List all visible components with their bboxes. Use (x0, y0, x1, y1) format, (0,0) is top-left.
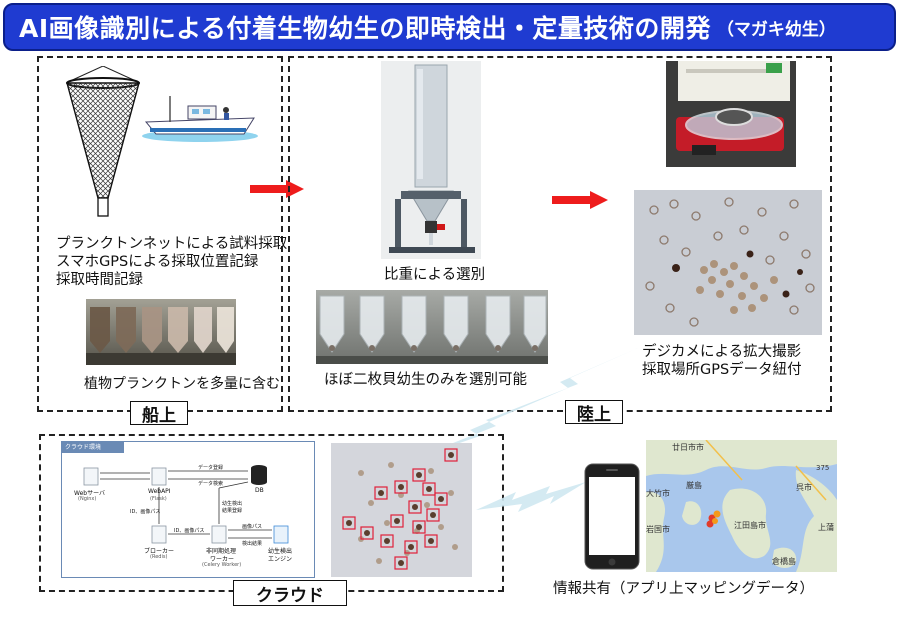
map-label-iwakuni: 岩国市 (646, 525, 670, 534)
ship-caption-line-3: 採取時間記録 (56, 272, 143, 288)
ship-photo-caption: 植物プランクトンを多量に含む (84, 376, 280, 392)
page-title: AI画像識別による付着生物幼生の即時検出・定量技術の開発 (19, 14, 711, 43)
worker-sub: (Celery Worker) (202, 562, 242, 568)
web-api-label: WebAPI (148, 488, 171, 495)
cloud-section-label: クラウド (233, 580, 347, 606)
ai-detection-result-photo (331, 443, 472, 577)
camera-petri-dish-photo (666, 61, 796, 167)
ship-caption-line-2: スマホGPSによる採取位置記録 (56, 254, 259, 270)
data-register-label: データ登録 (198, 465, 224, 471)
ship-section-label: 船上 (130, 401, 188, 426)
tubes-caption: ほぼ二枚貝幼生のみを選別可能 (324, 372, 527, 388)
camera-caption: デジカメによる拡大撮影 採取場所GPSデータ紐付 (642, 343, 802, 379)
id-image-path-2: ID、画像パス (174, 528, 205, 534)
gravity-separator-photo (381, 61, 481, 259)
detect-result-label: 検出結果 (242, 541, 263, 547)
image-path-label: 画像パス (242, 524, 263, 530)
map-label-kurahashi: 倉橋島 (772, 557, 796, 566)
result-register-label-2: 結果登録 (222, 508, 243, 514)
architecture-frame-title: クラウド環境 (62, 442, 124, 453)
ship-caption-line-1: プランクトンネットによる試料採取 (56, 236, 288, 252)
map-label-kamiura: 上蒲 (818, 523, 834, 532)
plankton-net-illustration (58, 66, 148, 224)
db-label: DB (255, 487, 264, 494)
web-server-sub: (Nginx) (78, 496, 97, 502)
smartphone-illustration (584, 463, 640, 570)
worker-label-1: 非同期処理 (206, 548, 237, 555)
web-server-label: Webサーバ (74, 490, 106, 497)
worker-label-2: ワーカー (210, 556, 235, 563)
flow-arrow-ship-to-land (250, 180, 304, 198)
ship-caption: プランクトンネットによる試料採取 スマホGPSによる採取位置記録 採取時間記録 (56, 235, 287, 289)
camera-caption-line-2: 採取場所GPSデータ紐付 (642, 362, 802, 378)
page-subtitle: （マガキ幼生） (716, 19, 836, 40)
web-api-sub: (Flask) (150, 496, 167, 502)
map-label-otake: 大竹市 (646, 489, 670, 498)
id-image-path-1: ID、画像パス (130, 509, 161, 515)
broker-label: ブローカー (144, 548, 175, 555)
selected-larvae-tubes-photo (316, 290, 548, 364)
engine-label-2: エンジン (268, 556, 293, 563)
cloud-architecture-diagram: クラウド環境 Webサーバ (Nginx) WebAPI (Flask) DB … (61, 441, 315, 578)
map-label-miyajima: 厳島 (686, 481, 702, 490)
phytoplankton-sample-photo (86, 299, 236, 365)
fishing-boat-illustration (140, 92, 260, 144)
engine-label-1: 幼生検出 (268, 548, 293, 555)
broker-sub: (Redis) (150, 554, 168, 560)
share-caption: 情報共有（アプリ上マッピングデータ） (553, 581, 814, 597)
magnified-larvae-photo (634, 190, 822, 335)
flow-arrow-separator-to-camera (552, 191, 608, 209)
map-label-kure: 呉市 (796, 483, 812, 492)
camera-caption-line-1: デジカメによる拡大撮影 (642, 344, 802, 360)
mapping-app-map: 廿日市市 大竹市 呉市 岩国市 厳島 江田島市 倉橋島 375 上蒲 (646, 440, 837, 572)
data-search-label: データ検索 (198, 481, 224, 487)
data-share-stream (476, 478, 586, 538)
map-label-etajima: 江田島市 (734, 521, 766, 530)
result-register-label-1: 幼生検出 (222, 501, 243, 507)
land-section-label: 陸上 (565, 400, 623, 425)
map-label-hatsukaichi: 廿日市市 (672, 443, 704, 452)
land-section-frame (288, 56, 832, 412)
map-label-road: 375 (816, 464, 830, 472)
title-banner: AI画像識別による付着生物幼生の即時検出・定量技術の開発 （マガキ幼生） (3, 3, 896, 51)
separator-caption: 比重による選別 (384, 267, 486, 283)
